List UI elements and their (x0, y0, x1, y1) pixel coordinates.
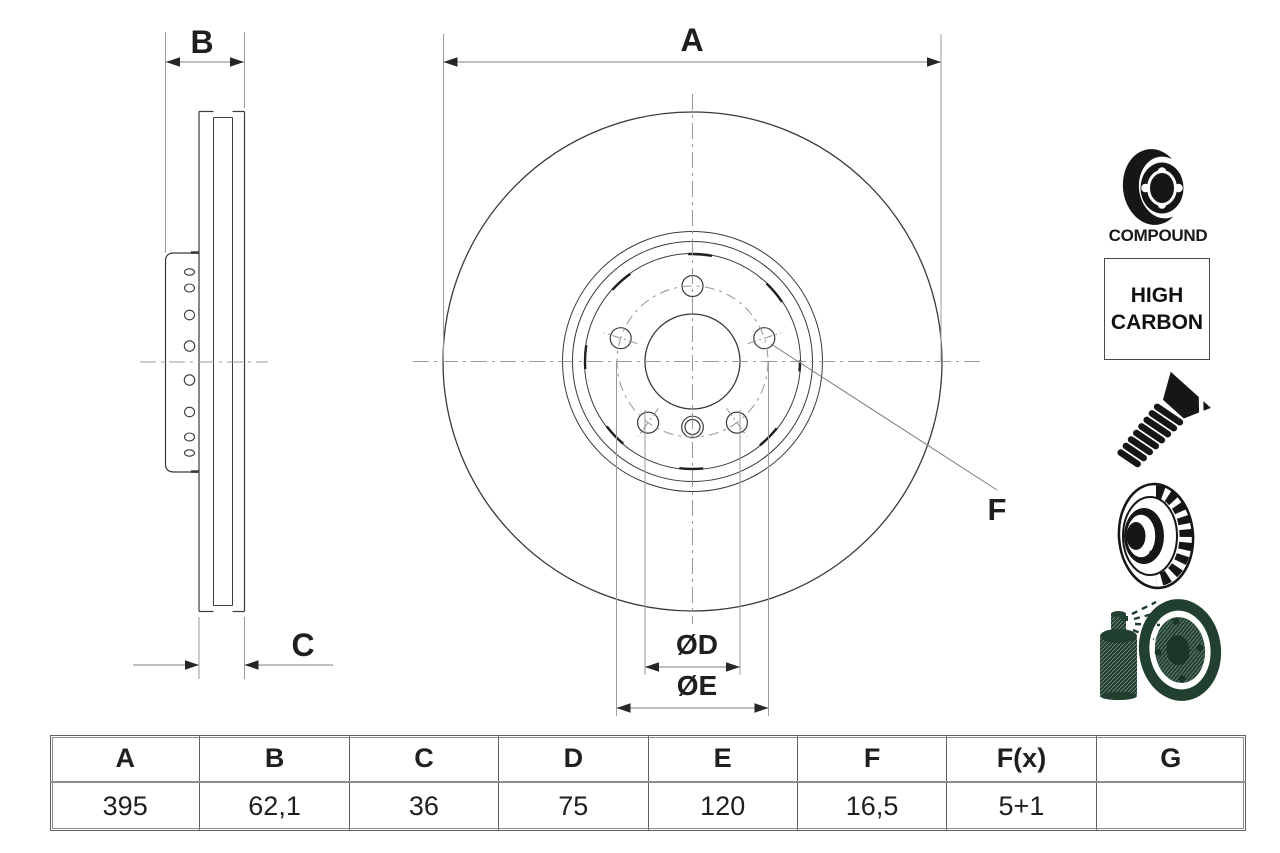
compound-label: COMPOUND (1108, 226, 1208, 245)
dim-label-f: F (987, 492, 1007, 527)
spec-table: A B C D E F F(x) G 395 62,1 36 75 120 16… (49, 735, 1247, 831)
spec-value-e: 120 (647, 781, 798, 831)
dimension-lines (133, 32, 998, 716)
spec-header-fx: F(x) (946, 735, 1097, 783)
spec-value-fx: 5+1 (946, 781, 1097, 831)
countersunk-screw-icon (1117, 371, 1211, 468)
technical-drawing (133, 32, 998, 716)
spec-table-values: 395 62,1 36 75 120 16,5 5+1 (49, 781, 1247, 831)
spec-value-b: 62,1 (199, 781, 350, 831)
coated-disc-spray-icon (1100, 599, 1222, 701)
dim-label-diameter-e: ØE (676, 670, 718, 701)
spray-can (1100, 600, 1161, 700)
vented-disc-icon (1117, 482, 1195, 590)
dim-label-b: B (190, 24, 214, 60)
front-view-centerlines (413, 94, 981, 624)
spec-value-row: 395 62,1 36 75 120 16,5 5+1 (49, 781, 1247, 831)
spec-header-e: E (647, 735, 798, 783)
spec-value-a: 395 (49, 781, 201, 831)
spec-value-c: 36 (348, 781, 500, 831)
dimension-arrowheads (166, 57, 941, 713)
compound-disc-icon (1122, 149, 1189, 225)
spec-header-b: B (199, 735, 350, 783)
spec-header-f: F (796, 735, 948, 783)
spec-header-d: D (498, 735, 649, 783)
spec-value-g (1095, 781, 1247, 831)
high-carbon-line1: HIGH (1130, 284, 1184, 307)
high-carbon-badge: HIGH CARBON (1104, 258, 1210, 360)
coated-disc (1138, 599, 1222, 701)
f-leader-line (770, 343, 998, 491)
spec-table-header: A B C D E F F(x) G (49, 735, 1247, 783)
spec-value-f: 16,5 (796, 781, 948, 831)
high-carbon-line2: CARBON (1110, 311, 1204, 334)
spec-header-g: G (1095, 735, 1247, 783)
spec-header-c: C (348, 735, 500, 783)
spray-mist (1131, 600, 1161, 641)
spec-value-d: 75 (498, 781, 649, 831)
bolt-holes (609, 274, 776, 434)
dim-label-diameter-d: ØD (676, 629, 718, 660)
dim-label-a: A (680, 22, 704, 58)
spec-header-a: A (49, 735, 201, 783)
dim-label-c: C (291, 627, 315, 663)
